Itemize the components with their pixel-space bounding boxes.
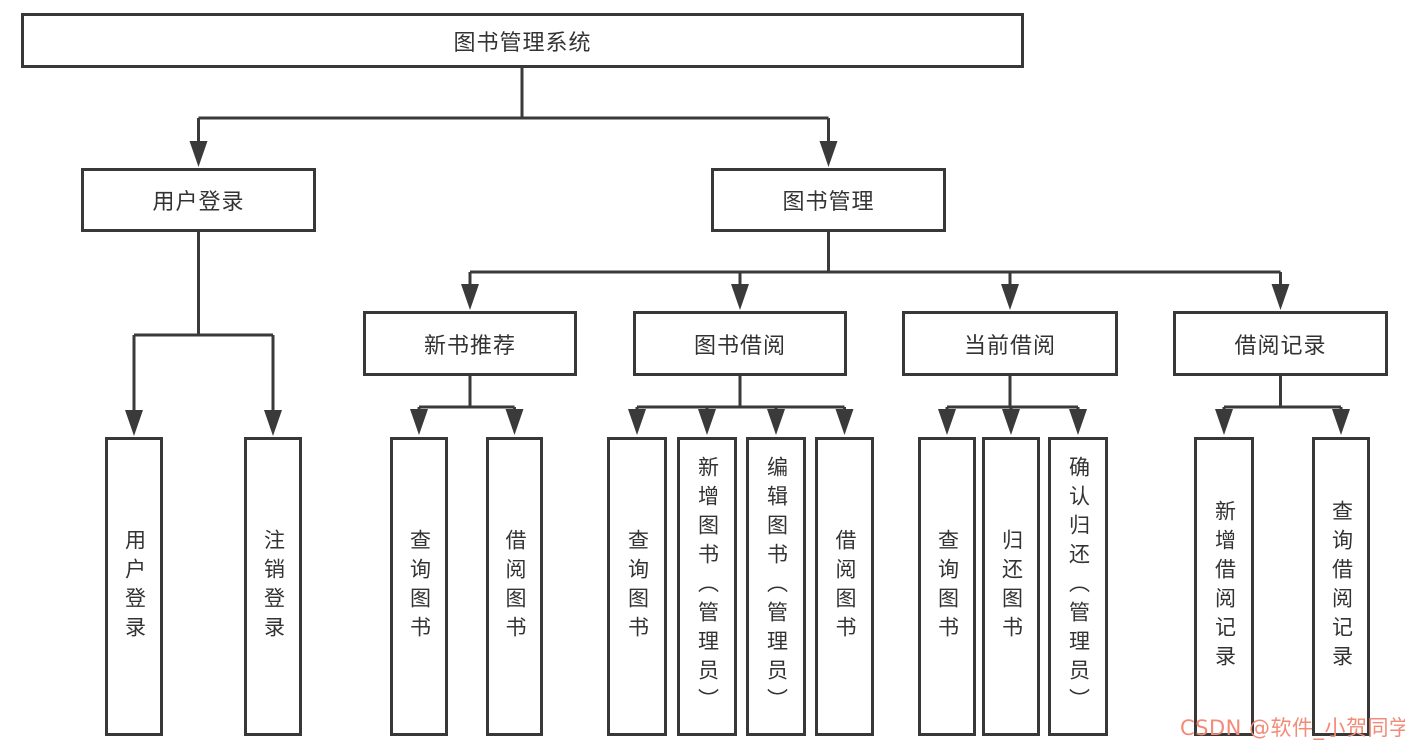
- node-v-return-book-label: 归还图书: [999, 528, 1024, 645]
- arrowhead: [410, 409, 524, 435]
- node-user-login: 用户登录: [81, 168, 316, 232]
- arrowhead: [938, 409, 1087, 435]
- node-book-mgmt-label: 图书管理: [782, 190, 875, 215]
- arrowhead: [189, 141, 838, 167]
- node-v-query-book-borrow: 查询图书: [607, 437, 667, 736]
- node-user-login-label: 用户登录: [152, 190, 245, 215]
- arrowhead: [461, 284, 1290, 310]
- node-borrow-records: 借阅记录: [1173, 311, 1388, 376]
- node-v-user-login: 用户登录: [105, 437, 163, 736]
- node-v-add-book-admin: 新增图书（管理员）: [677, 437, 737, 736]
- node-current-borrow: 当前借阅: [902, 311, 1118, 376]
- node-book-borrow-label: 图书借阅: [693, 333, 786, 359]
- node-book-mgmt: 图书管理: [711, 168, 946, 232]
- connector-book-borrow-to-children: [628, 376, 854, 435]
- node-v-return-book: 归还图书: [982, 437, 1040, 736]
- node-v-add-book-admin-label: 新增图书（管理员）: [695, 456, 720, 717]
- node-book-system-label: 图书管理系统: [453, 30, 592, 56]
- node-borrow-records-label: 借阅记录: [1234, 333, 1327, 359]
- connector-user-login-to-children: [125, 232, 282, 436]
- node-v-query-book-current: 查询图书: [918, 437, 976, 736]
- node-v-borrow-book-label: 借阅图书: [833, 528, 857, 645]
- arrowhead: [628, 409, 854, 435]
- node-v-query-book-borrow-label: 查询图书: [625, 528, 650, 645]
- node-v-query-book-newrec-label: 查询图书: [407, 528, 432, 645]
- arrowhead: [125, 410, 282, 436]
- connector-current-borrow-to-children: [938, 376, 1087, 435]
- node-v-logout: 注销登录: [244, 437, 302, 736]
- node-book-system: 图书管理系统: [21, 13, 1024, 68]
- node-v-query-borrow-record-label: 查询借阅记录: [1329, 499, 1354, 674]
- node-v-add-borrow-record: 新增借阅记录: [1194, 437, 1254, 736]
- csdn-watermark: CSDN @软件_小贺同学: [1180, 716, 1405, 740]
- node-new-book-rec-label: 新书推荐: [423, 333, 516, 359]
- connector-root-to-level2: [189, 68, 838, 167]
- node-v-user-login-label: 用户登录: [122, 528, 147, 645]
- node-v-query-borrow-record: 查询借阅记录: [1312, 437, 1370, 736]
- node-v-query-book-newrec: 查询图书: [390, 437, 448, 736]
- node-v-borrow-book: 借阅图书: [815, 437, 874, 736]
- node-v-confirm-return-admin: 确认归还（管理员）: [1048, 437, 1108, 736]
- arrowhead: [1215, 409, 1350, 435]
- node-v-borrow-book-newrec-label: 借阅图书: [503, 528, 527, 645]
- connector-book-mgmt-to-level3: [461, 232, 1290, 310]
- node-v-borrow-book-newrec: 借阅图书: [486, 437, 543, 736]
- connector-new-book-rec-to-children: [410, 376, 524, 435]
- connector-borrow-records-to-children: [1215, 376, 1350, 435]
- node-current-borrow-label: 当前借阅: [963, 333, 1056, 359]
- node-v-query-book-current-label: 查询图书: [935, 528, 960, 645]
- node-v-add-borrow-record-label: 新增借阅记录: [1212, 499, 1237, 674]
- node-v-edit-book-admin-label: 编辑图书（管理员）: [764, 456, 789, 717]
- node-new-book-rec: 新书推荐: [363, 311, 577, 376]
- node-book-borrow: 图书借阅: [633, 311, 847, 376]
- node-v-logout-label: 注销登录: [261, 528, 286, 645]
- node-v-edit-book-admin: 编辑图书（管理员）: [746, 437, 806, 736]
- node-v-confirm-return-admin-label: 确认归还（管理员）: [1066, 456, 1091, 717]
